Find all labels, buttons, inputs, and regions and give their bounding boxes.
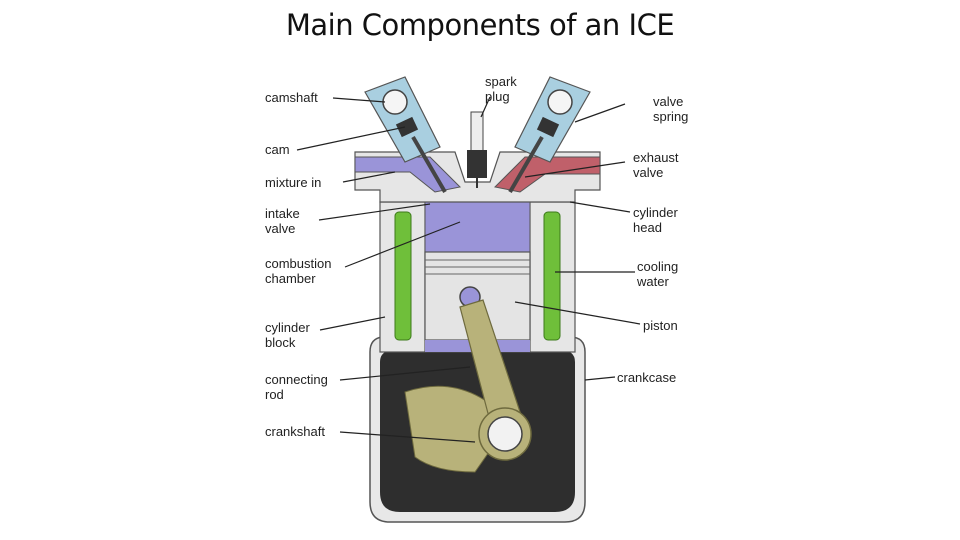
label-cylinder-head: cylinder head — [633, 205, 678, 235]
coolant-right — [543, 211, 561, 341]
label-cooling-water-line1: cooling — [637, 259, 679, 274]
label-valve-spring-line1: valve — [653, 94, 684, 109]
label-cylinder-block-line2: block — [265, 335, 296, 350]
label-combustion-chamber: combustion chamber — [265, 256, 331, 286]
exhaust-cam-housing — [508, 76, 591, 194]
label-connecting-rod: connecting rod — [265, 372, 328, 402]
label-piston: piston — [643, 318, 678, 333]
label-valve-spring: valve spring — [653, 94, 688, 124]
engine-diagram: camshaft cam mixture in intake valve com… — [255, 62, 705, 532]
label-crankcase: crankcase — [617, 370, 677, 385]
label-cylinder-block: cylinder block — [265, 320, 310, 350]
label-intake-valve-line1: intake — [265, 206, 300, 221]
label-connecting-rod-line1: connecting — [265, 372, 328, 387]
label-spark-plug-line2: plug — [485, 89, 510, 104]
label-spark-plug: spark plug — [485, 74, 517, 104]
exhaust-port — [493, 156, 601, 193]
coolant-left — [394, 211, 412, 341]
label-exhaust-valve: exhaust valve — [633, 150, 679, 180]
label-cylinder-head-line1: cylinder — [633, 205, 678, 220]
label-intake-valve: intake valve — [265, 206, 300, 236]
label-combustion-chamber-line2: chamber — [265, 271, 316, 286]
label-exhaust-valve-line1: exhaust — [633, 150, 679, 165]
spark-plug — [467, 111, 487, 188]
label-combustion-chamber-line1: combustion — [265, 256, 332, 271]
label-cooling-water-line2: water — [637, 274, 669, 289]
intake-cam-housing — [364, 76, 447, 194]
page-title: Main Components of an ICE — [285, 8, 675, 42]
label-valve-spring-line2: spring — [653, 109, 689, 124]
label-camshaft: camshaft — [265, 90, 318, 105]
intake-port — [354, 156, 462, 193]
label-crankshaft: crankshaft — [265, 424, 325, 439]
label-spark-plug-line1: spark — [485, 74, 517, 89]
leader-lines — [296, 96, 641, 443]
label-connecting-rod-line2: rod — [265, 387, 284, 402]
label-exhaust-valve-line2: valve — [633, 165, 664, 180]
label-intake-valve-line2: valve — [265, 221, 296, 236]
label-cylinder-block-line1: cylinder — [265, 320, 310, 335]
label-cam: cam — [265, 142, 290, 157]
label-cylinder-head-line2: head — [633, 220, 662, 235]
label-mixture-in: mixture in — [265, 175, 322, 190]
label-cooling-water: cooling water — [637, 259, 678, 289]
engine-cross-section — [296, 76, 641, 523]
